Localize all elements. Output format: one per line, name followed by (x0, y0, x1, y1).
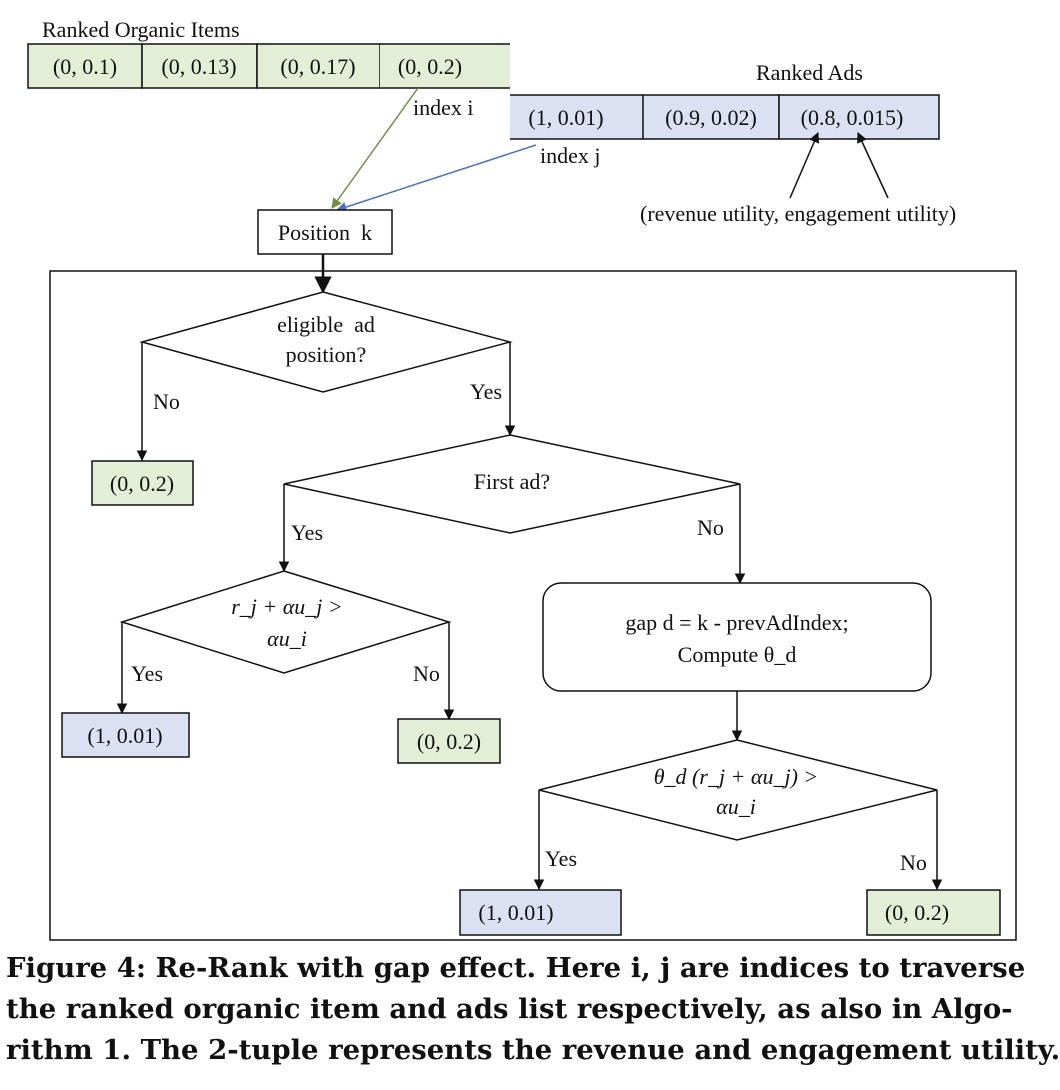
edge-label-no: No (413, 661, 440, 686)
organic-item: (0, 0.13) (161, 54, 236, 79)
edge-label-no: No (153, 389, 180, 414)
organic-item-cell (256, 43, 381, 89)
decision-eligible (139, 291, 513, 393)
ads-item: (0.9, 0.02) (665, 105, 757, 130)
edge-label-yes: Yes (545, 846, 577, 871)
outcome-ad (61, 712, 190, 758)
organic-list-title: Ranked Organic Items (42, 17, 240, 42)
outcome-text: (1, 0.01) (478, 900, 553, 925)
ads-item: (0.8, 0.015) (801, 105, 904, 130)
decision-eligible-text: eligible ad (277, 312, 375, 337)
position-node (257, 209, 393, 255)
outcome-organic (91, 460, 194, 506)
caption-line: the ranked organic item and ads list res… (6, 993, 1013, 1025)
outcome-text: (0, 0.2) (110, 471, 174, 496)
tuple-annotation: (revenue utility, engagement utility) (640, 201, 956, 226)
organic-item: (0, 0.1) (53, 54, 117, 79)
decision-first-compare-text: r_j + αu_j > (231, 594, 343, 619)
gap-process-text: gap d = k - prevAdIndex; (625, 610, 848, 635)
edge-label-no: No (900, 850, 927, 875)
ads-item-cell (778, 94, 940, 140)
ads-list: (1, 0.01) (0.9, 0.02) (0.8, 0.015) (510, 94, 940, 140)
outcome-text: (1, 0.01) (87, 723, 162, 748)
ads-item: (1, 0.01) (528, 105, 603, 130)
outcome-organic (397, 718, 501, 764)
rerank-flowchart: Ranked Organic Items (0, 0.1) (0, 0.13) … (27, 17, 1017, 941)
organic-item-cell (27, 43, 143, 89)
caption-line: Figure 4: Re-Rank with gap effect. Here … (6, 952, 1026, 984)
decision-eligible-text: position? (286, 342, 367, 367)
organic-item: (0, 0.17) (280, 54, 355, 79)
decision-gap-compare-text: αu_i (716, 794, 756, 819)
annotation-arrow-engagement (857, 132, 889, 199)
decision-first-ad-text: First ad? (474, 469, 550, 494)
gap-process (542, 582, 932, 692)
edge-label-yes: Yes (131, 661, 163, 686)
gap-process-text: Compute θ_d (678, 642, 797, 667)
decision-gap-compare (538, 739, 938, 841)
organic-item-cell-last (380, 44, 510, 88)
annotation-arrow-revenue (789, 132, 820, 199)
decision-first-compare (119, 570, 452, 674)
index-i-arrow (331, 87, 419, 209)
outcome-ad (459, 889, 622, 936)
organic-item: (0, 0.2) (398, 54, 462, 79)
index-j-label: index j (540, 143, 601, 168)
decision-gap-compare-text: θ_d (r_j + αu_j) > (654, 764, 818, 789)
caption-line: rithm 1. The 2-tuple represents the reve… (6, 1034, 1060, 1066)
outcome-text: (0, 0.2) (885, 900, 949, 925)
index-j-arrow (336, 144, 537, 213)
decision-first-ad (283, 434, 741, 534)
ads-item-cell (642, 94, 780, 140)
outcome-text: (0, 0.2) (417, 729, 481, 754)
ads-item-cell-first (510, 95, 643, 139)
edge-label-yes: Yes (291, 520, 323, 545)
outcome-organic (866, 889, 1001, 936)
flowchart-frame (49, 270, 1017, 941)
figure-caption: Figure 4: Re-Rank with gap effect. Here … (6, 948, 1060, 1071)
organic-item-cell (141, 43, 258, 89)
index-i-label: index i (413, 95, 474, 120)
decision-first-compare-text: αu_i (267, 626, 307, 651)
position-label: Position k (278, 220, 372, 245)
organic-list: (0, 0.1) (0, 0.13) (0, 0.17) (0, 0.2) (27, 43, 510, 89)
ads-list-title: Ranked Ads (756, 60, 863, 85)
edge-label-no: No (697, 515, 724, 540)
edge-label-yes: Yes (470, 379, 502, 404)
